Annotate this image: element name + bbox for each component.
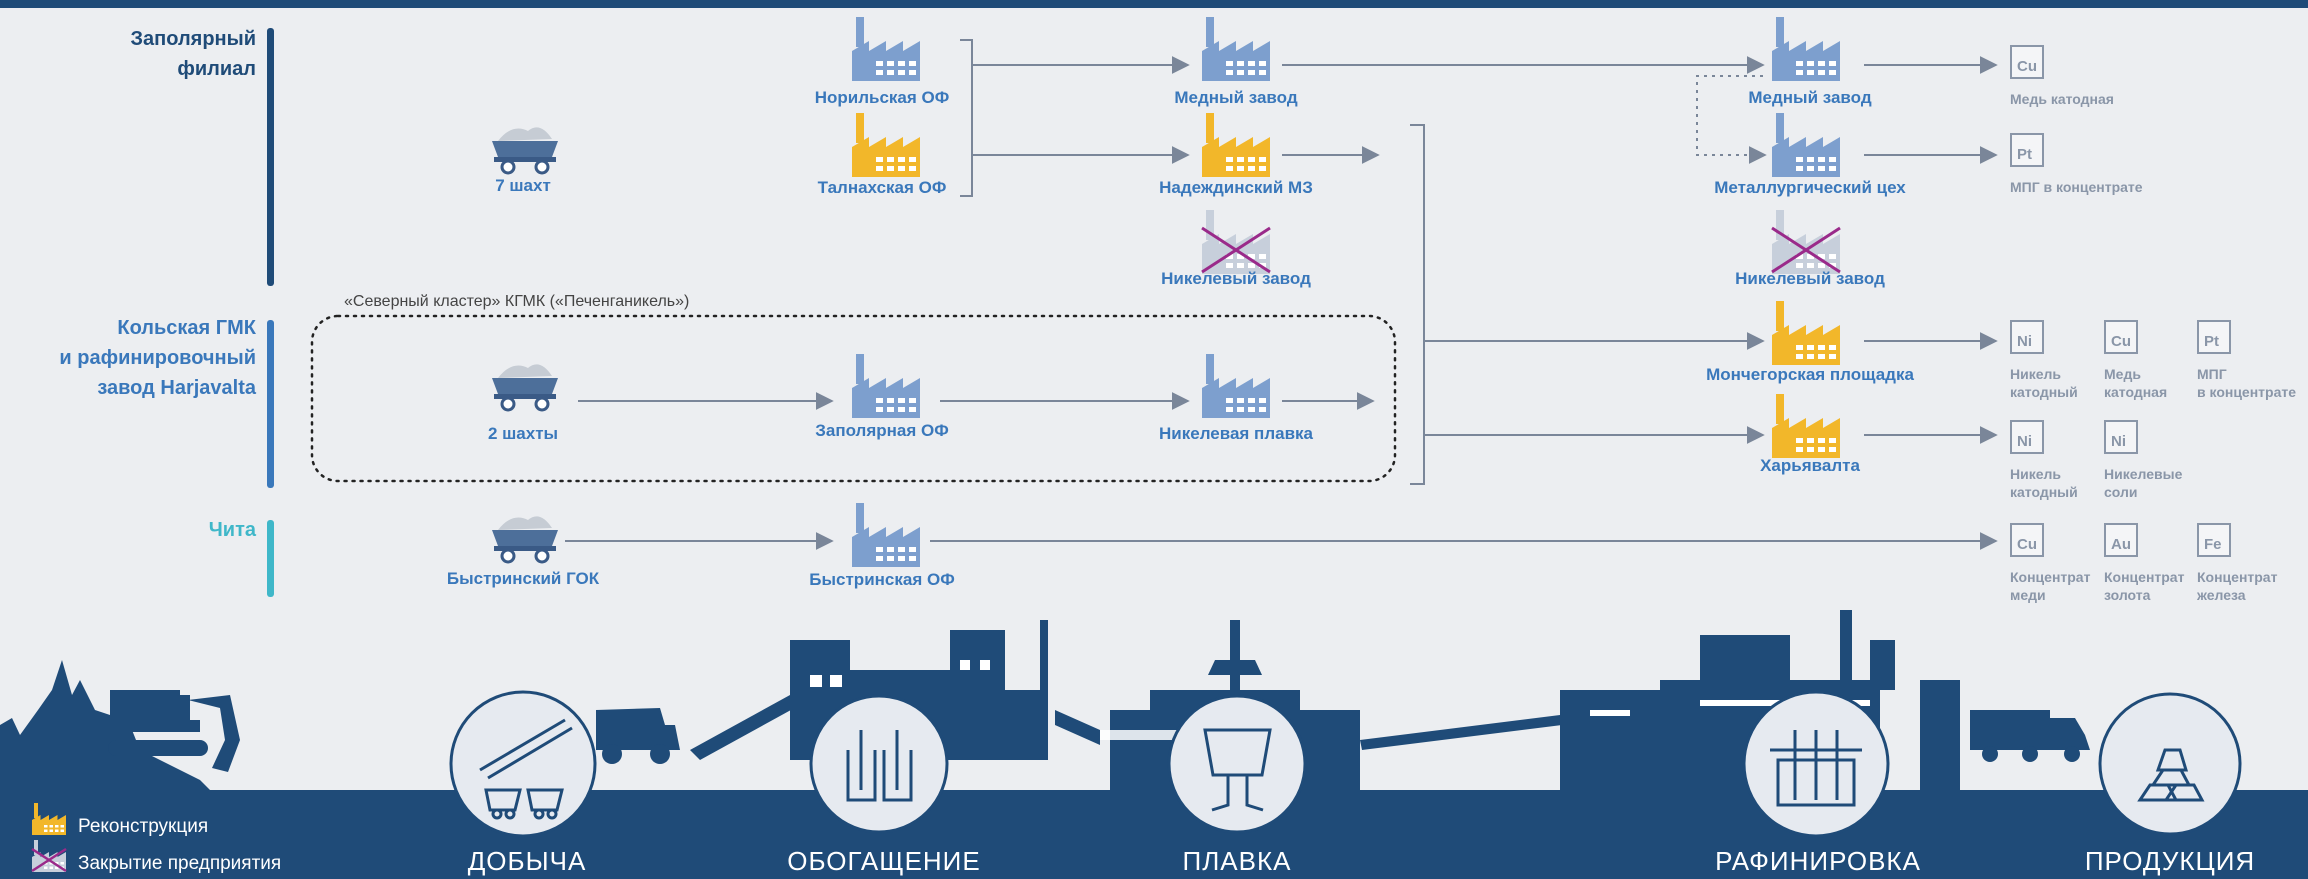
factory-icon xyxy=(1772,113,1840,177)
stage-circle-mining xyxy=(449,690,597,838)
factory-icon xyxy=(852,503,920,567)
nadezhda-label: Надеждинский МЗ xyxy=(1159,178,1313,197)
stage-mining: ДОБЫЧА xyxy=(467,846,587,876)
product-symbol: Fe xyxy=(2197,523,2231,557)
stage-beneficiation: ОБОГАЩЕНИЕ xyxy=(787,846,981,876)
nickel-plant-label: Никелевый завод xyxy=(1161,269,1311,288)
factory-icon xyxy=(1202,354,1270,418)
bystrinskaya-of-label: Быстринская ОФ xyxy=(809,570,955,589)
factory-icon xyxy=(852,354,920,418)
copper-plant-label: Медный завод xyxy=(1174,88,1298,107)
bracket-polar-beneficiation xyxy=(960,39,973,197)
product-symbol: Ni xyxy=(2010,420,2044,454)
monchegorsk-label: Мончегорская площадка xyxy=(1706,365,1914,384)
harjavalta-label: Харьявалта xyxy=(1760,456,1860,475)
product-symbol: Ni xyxy=(2104,420,2138,454)
stage-smelting: ПЛАВКА xyxy=(1182,846,1292,876)
product-label: Медь катодная xyxy=(2010,91,2114,107)
northern-cluster-frame xyxy=(310,314,1397,483)
region-polar-bar xyxy=(267,28,274,286)
factory-reconstruction-icon xyxy=(1202,113,1270,177)
product-label: Концентрат золота xyxy=(2104,569,2185,603)
stage-refining: РАФИНИРОВКА xyxy=(1715,846,1921,876)
region-polar-branch: Заполярный филиал xyxy=(130,28,257,80)
mine-cart-icon xyxy=(490,514,560,564)
top-bar xyxy=(0,0,2308,8)
factory-closed-icon xyxy=(1201,210,1271,274)
polar-mines-label: 7 шахт xyxy=(495,176,551,195)
factory-icon xyxy=(1772,17,1840,81)
region-kola: Кольская ГМК и рафинировочный завод Harj… xyxy=(59,317,256,399)
talnakh-of-label: Талнахская ОФ xyxy=(817,178,947,197)
factory-closed-icon xyxy=(1771,210,1841,274)
mine-cart-icon xyxy=(490,125,560,175)
product-symbol: Pt xyxy=(2197,320,2231,354)
stage-circle-products xyxy=(2098,692,2242,836)
legend-closure: Закрытие предприятия xyxy=(78,853,282,874)
industrial-skyline xyxy=(0,610,2308,879)
product-label: Никель катодный xyxy=(2010,466,2078,500)
norilsk-of-label: Норильская ОФ xyxy=(814,88,950,107)
dotted-copper-metallurgical xyxy=(1696,75,1763,156)
stage-circle-smelting xyxy=(1167,694,1307,834)
legend-closure-icon xyxy=(31,840,67,873)
factory-icon xyxy=(1202,17,1270,81)
chita-mines-label: Быстринский ГОК xyxy=(446,569,600,588)
factory-reconstruction-icon xyxy=(1772,301,1840,365)
product-label: МПГ в концентрате xyxy=(2010,179,2143,195)
refining-nickel-plant-label: Никелевый завод xyxy=(1735,269,1885,288)
legend-reconstruction: Реконструкция xyxy=(78,816,209,837)
mine-cart-icon xyxy=(490,362,560,412)
region-chita-bar xyxy=(267,520,274,597)
cluster-note: «Северный кластер» КГМК («Печенганикель»… xyxy=(344,293,690,310)
product-label: Никелевые соли xyxy=(2104,466,2183,500)
product-symbol: Cu xyxy=(2010,523,2044,557)
product-label: Концентрат меди xyxy=(2010,569,2091,603)
kola-mines-label: 2 шахты xyxy=(487,424,559,443)
factory-icon xyxy=(852,17,920,81)
product-symbol: Au xyxy=(2104,523,2138,557)
zapolyarnaya-of-label: Заполярная ОФ xyxy=(815,421,949,440)
product-label: Медь катодная xyxy=(2104,366,2168,400)
region-kola-bar xyxy=(267,320,274,488)
stage-products: ПРОДУКЦИЯ xyxy=(2084,846,2256,876)
refining-copper-plant-label: Медный завод xyxy=(1748,88,1872,107)
metallurgical-shop-label: Металлургический цех xyxy=(1714,178,1906,197)
region-chita: Чита xyxy=(208,519,256,541)
product-symbol: Cu xyxy=(2010,45,2044,79)
product-symbol: Ni xyxy=(2010,320,2044,354)
product-label: МПГ в концентрате xyxy=(2197,366,2297,400)
factory-reconstruction-icon xyxy=(852,113,920,177)
product-symbol: Pt xyxy=(2010,133,2044,167)
product-symbol: Cu xyxy=(2104,320,2138,354)
nickel-smelting-label: Никелевая плавка xyxy=(1159,424,1313,443)
factory-reconstruction-icon xyxy=(1772,394,1840,458)
product-label: Концентрат железа xyxy=(2197,569,2278,603)
stage-circle-beneficiation xyxy=(809,694,949,834)
bracket-to-refining xyxy=(1410,124,1425,485)
product-label: Никель катодный xyxy=(2010,366,2078,400)
